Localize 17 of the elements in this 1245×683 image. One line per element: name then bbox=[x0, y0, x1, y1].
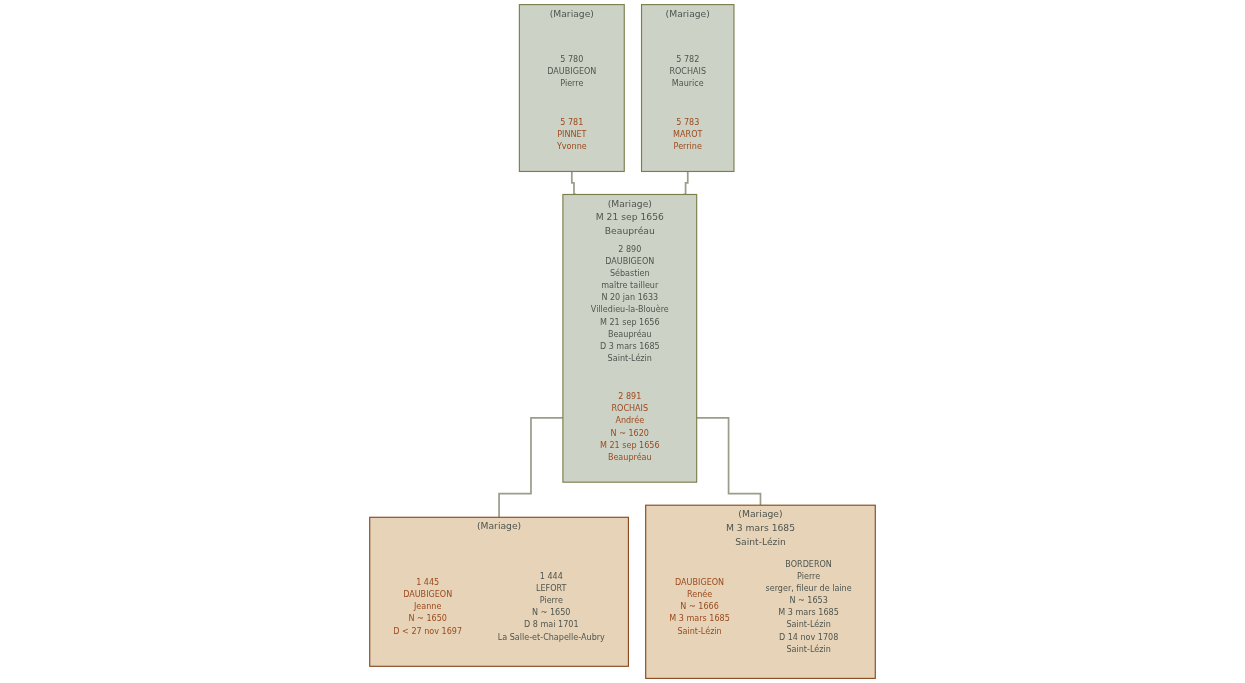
connector bbox=[682, 170, 689, 196]
cluster bbox=[562, 193, 698, 483]
cluster bbox=[645, 504, 876, 679]
cluster bbox=[518, 4, 625, 173]
node-text: 5 781 PINNET Yvonne bbox=[556, 117, 587, 151]
node-text: 5 783 MAROT Perrine bbox=[673, 117, 703, 151]
node-text: 1 444 LEFORT Pierre N ~ 1650 D 8 mai 1701 La Salle-et-Chapelle-Aubry bbox=[497, 571, 605, 642]
connector bbox=[570, 170, 577, 196]
node-text: BORDERON Pierre serger, fileur de laine N ~ 1653 M 3 mars 1685 Saint-Lézin D 14 nov 1708 Saint-Lézin bbox=[765, 559, 852, 654]
node-text: 5 782 ROCHAIS Maurice bbox=[669, 54, 707, 89]
node-text: 2 890 DAUBIGEON Sébastien maître tailleur N 20 jan 1633 Villedieu-la-Blouère M 21 sep 1656 Beaupréau D 3 mars 1685 Saint-Lézin bbox=[590, 244, 669, 363]
node-text: 2 891 ROCHAIS Andrée N ~ 1620 M 21 sep 1656 Beaupréau bbox=[599, 391, 660, 462]
node-text: DAUBIGEON Renée N ~ 1666 M 3 mars 1685 Saint-Lézin bbox=[669, 577, 730, 636]
cluster bbox=[369, 516, 629, 667]
node-text: 1 445 DAUBIGEON Jeanne N ~ 1650 D < 27 nov 1697 bbox=[393, 577, 463, 636]
cluster bbox=[640, 4, 735, 173]
node-text: 5 780 DAUBIGEON Pierre bbox=[547, 54, 597, 89]
